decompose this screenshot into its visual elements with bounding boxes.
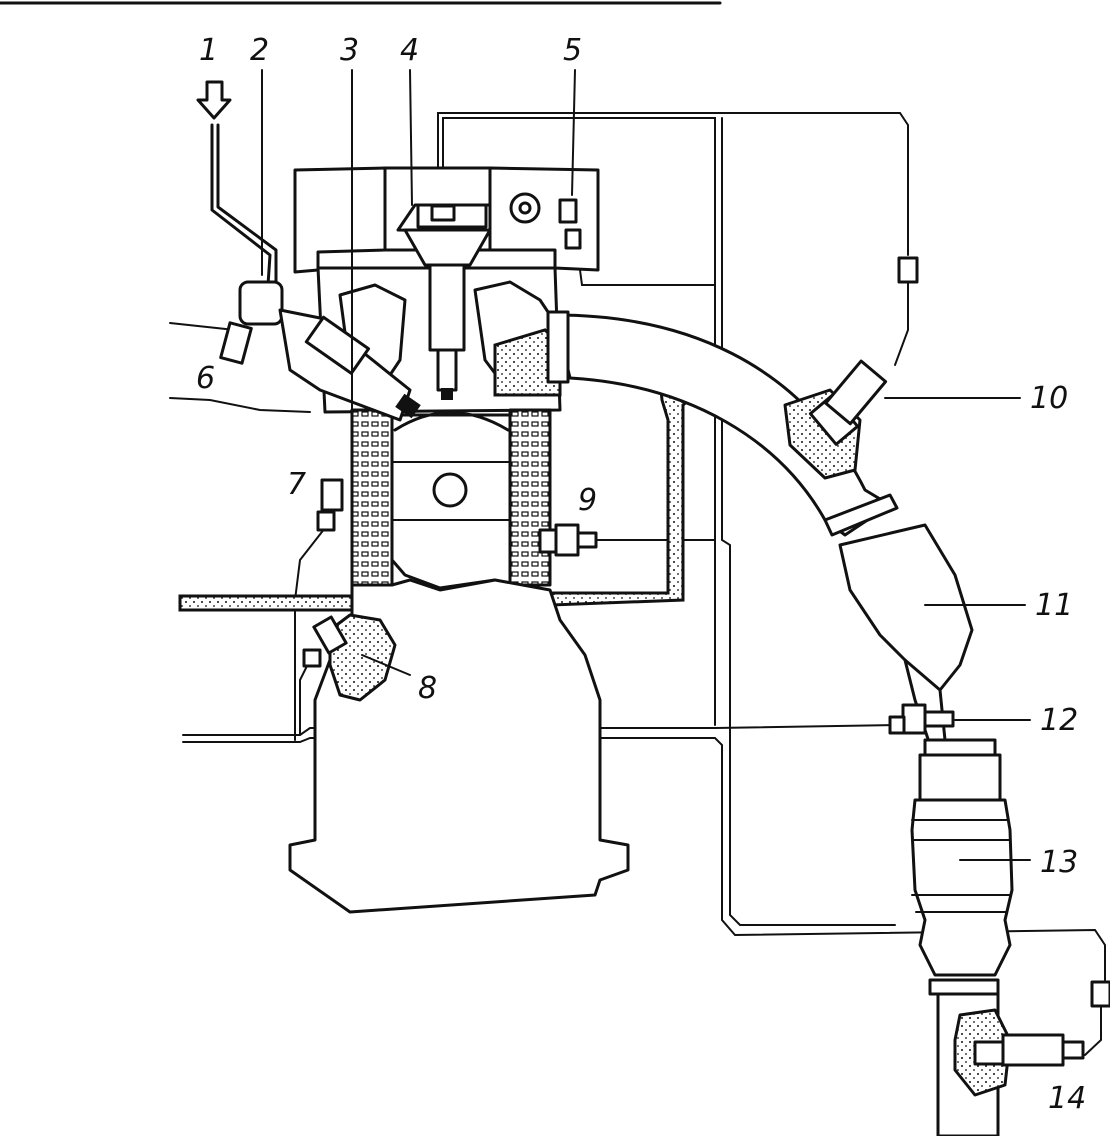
camshaft-sensor: [509, 192, 582, 250]
callout-6: 6: [196, 361, 215, 396]
callout-4: 4: [400, 33, 419, 68]
wiring-harness: [169, 112, 1110, 1056]
knock-sensor: [316, 478, 344, 532]
exhaust-system: [546, 310, 1085, 1136]
coolant-temperature-sensor: [538, 523, 598, 557]
callout-5: 5: [563, 33, 582, 68]
ignition-coil: [396, 203, 492, 400]
coolant-pipe-left: [178, 594, 354, 612]
callout-2: 2: [250, 33, 269, 68]
callout-13: 13: [1040, 845, 1078, 880]
callout-10: 10: [1030, 381, 1068, 416]
callout-14: 14: [1048, 1081, 1086, 1116]
intake-arrow: [196, 80, 232, 120]
callout-11: 11: [1035, 588, 1073, 623]
fuel-injector-assembly: [210, 123, 421, 422]
callout-8: 8: [418, 671, 437, 706]
crankshaft-sensor: [302, 613, 397, 702]
callout-12: 12: [1040, 703, 1078, 738]
callout-9: 9: [578, 483, 597, 518]
callout-7: 7: [287, 467, 306, 502]
callout-1: 1: [199, 33, 218, 68]
callout-3: 3: [340, 33, 359, 68]
callout-leaders: [261, 69, 1031, 861]
callout-labels: 1 2 3 4 5 6 7 8 9 10 11 12 13 14: [196, 33, 1086, 1116]
